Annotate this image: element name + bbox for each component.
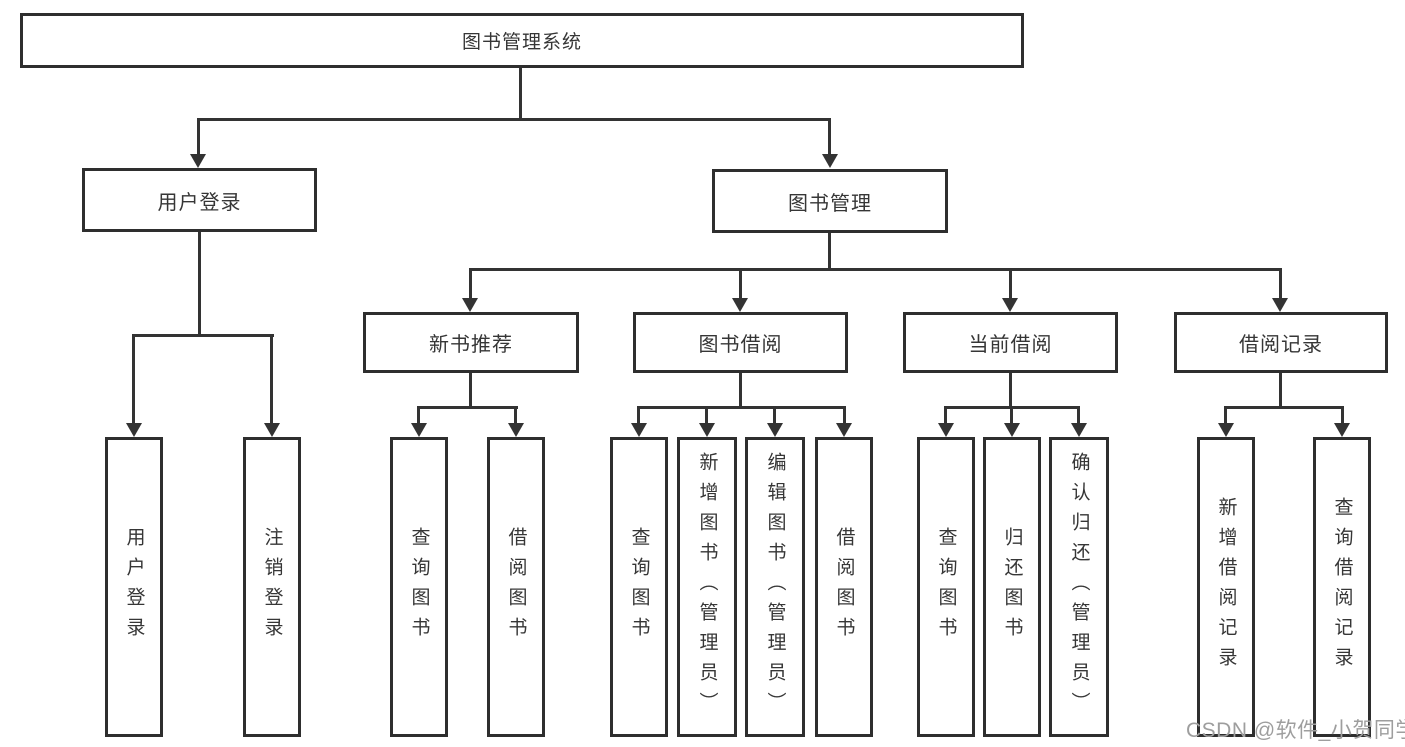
connector-bookmgmt-drop-1 xyxy=(469,268,472,299)
connector-g2-drop-2 xyxy=(705,406,708,423)
arrowhead-icon xyxy=(508,423,524,437)
arrowhead-icon xyxy=(836,423,852,437)
leaf-query-borrow-record-label: 查询借阅记录 xyxy=(1331,497,1353,677)
node-current-borrow: 当前借阅 xyxy=(903,312,1118,373)
arrowhead-icon xyxy=(126,423,142,437)
node-root-label: 图书管理系统 xyxy=(461,32,582,53)
connector-bookmgmt-hline xyxy=(469,268,1282,271)
node-user-login: 用户登录 xyxy=(82,168,317,232)
connector-g3-vline xyxy=(1009,373,1012,408)
connector-g1-vline xyxy=(469,373,472,408)
arrowhead-icon xyxy=(1002,298,1018,312)
node-borrow-record-label: 借阅记录 xyxy=(1239,334,1323,356)
connector-g2-drop-3 xyxy=(773,406,776,423)
leaf-confirm-return-admin: 确认归还（管理员） xyxy=(1049,437,1109,737)
connector-g4-vline xyxy=(1279,373,1282,408)
node-root: 图书管理系统 xyxy=(20,13,1024,68)
leaf-edit-book-admin: 编辑图书（管理员） xyxy=(745,437,805,737)
leaf-user-login-label: 用户登录 xyxy=(123,527,145,647)
arrowhead-icon xyxy=(1334,423,1350,437)
leaf-return-book-label: 归还图书 xyxy=(1001,527,1023,647)
arrowhead-icon xyxy=(1272,298,1288,312)
node-book-borrow-label: 图书借阅 xyxy=(698,334,783,356)
connector-root-vline xyxy=(519,68,522,120)
leaf-recommend-borrow-book-label: 借阅图书 xyxy=(505,527,527,647)
leaf-recommend-borrow-book: 借阅图书 xyxy=(487,437,545,737)
connector-g2-hline xyxy=(637,406,846,409)
node-current-borrow-label: 当前借阅 xyxy=(968,334,1053,356)
arrowhead-icon xyxy=(264,423,280,437)
leaf-add-borrow-record-label: 新增借阅记录 xyxy=(1215,497,1237,677)
connector-g3-drop-1 xyxy=(944,406,947,423)
arrowhead-icon xyxy=(732,298,748,312)
arrowhead-icon xyxy=(1218,423,1234,437)
connector-root-hline xyxy=(197,118,831,121)
connector-g4-drop-1 xyxy=(1224,406,1227,423)
arrowhead-icon xyxy=(767,423,783,437)
node-user-login-label: 用户登录 xyxy=(157,191,242,214)
leaf-recommend-query-book: 查询图书 xyxy=(390,437,448,737)
node-book-management-label: 图书管理 xyxy=(788,192,872,215)
leaf-add-book-admin-label: 新增图书（管理员） xyxy=(696,452,718,722)
leaf-user-login: 用户登录 xyxy=(105,437,163,737)
leaf-borrow-book-label: 借阅图书 xyxy=(833,527,855,647)
arrowhead-icon xyxy=(411,423,427,437)
connector-g1-drop-2 xyxy=(514,406,517,423)
leaf-current-query-book-label: 查询图书 xyxy=(935,527,957,647)
leaf-query-borrow-record: 查询借阅记录 xyxy=(1313,437,1371,737)
leaf-logout-label: 注销登录 xyxy=(261,527,283,647)
node-book-management: 图书管理 xyxy=(712,169,948,233)
leaf-add-book-admin: 新增图书（管理员） xyxy=(677,437,737,737)
connector-g4-hline xyxy=(1224,406,1344,409)
leaf-edit-book-admin-label: 编辑图书（管理员） xyxy=(764,452,786,722)
connector-g2-drop-4 xyxy=(843,406,846,423)
connector-g3-drop-3 xyxy=(1077,406,1080,423)
leaf-recommend-query-book-label: 查询图书 xyxy=(408,527,430,647)
connector-g2-drop-1 xyxy=(637,406,640,423)
arrowhead-icon xyxy=(1004,423,1020,437)
connector-userlogin-vline xyxy=(198,232,201,336)
arrowhead-icon xyxy=(190,154,206,168)
node-borrow-record: 借阅记录 xyxy=(1174,312,1388,373)
csdn-watermark: CSDN @软件_小贺同学 xyxy=(1186,719,1405,742)
connector-userlogin-drop-1 xyxy=(132,334,135,423)
leaf-logout: 注销登录 xyxy=(243,437,301,737)
connector-bookmgmt-drop-4 xyxy=(1279,268,1282,299)
arrowhead-icon xyxy=(1071,423,1087,437)
leaf-confirm-return-admin-label: 确认归还（管理员） xyxy=(1068,452,1090,722)
connector-userlogin-hline xyxy=(132,334,274,337)
node-new-book-recommend: 新书推荐 xyxy=(363,312,579,373)
leaf-add-borrow-record: 新增借阅记录 xyxy=(1197,437,1255,737)
arrowhead-icon xyxy=(699,423,715,437)
arrowhead-icon xyxy=(822,154,838,168)
leaf-borrow-book: 借阅图书 xyxy=(815,437,873,737)
connector-root-drop-right xyxy=(828,118,831,156)
node-book-borrow: 图书借阅 xyxy=(633,312,848,373)
leaf-borrow-query-book-label: 查询图书 xyxy=(628,527,650,647)
connector-g2-vline xyxy=(739,373,742,408)
connector-root-drop-left xyxy=(197,118,200,156)
leaf-borrow-query-book: 查询图书 xyxy=(610,437,668,737)
leaf-return-book: 归还图书 xyxy=(983,437,1041,737)
node-new-book-recommend-label: 新书推荐 xyxy=(429,334,513,356)
arrowhead-icon xyxy=(462,298,478,312)
connector-userlogin-drop-2 xyxy=(270,334,273,423)
connector-bookmgmt-drop-2 xyxy=(739,268,742,299)
connector-bookmgmt-vline xyxy=(828,233,831,270)
connector-g3-drop-2 xyxy=(1010,406,1013,423)
connector-g1-hline xyxy=(417,406,518,409)
connector-g4-drop-2 xyxy=(1341,406,1344,423)
connector-bookmgmt-drop-3 xyxy=(1009,268,1012,299)
arrowhead-icon xyxy=(938,423,954,437)
leaf-current-query-book: 查询图书 xyxy=(917,437,975,737)
connector-g1-drop-1 xyxy=(417,406,420,423)
arrowhead-icon xyxy=(631,423,647,437)
